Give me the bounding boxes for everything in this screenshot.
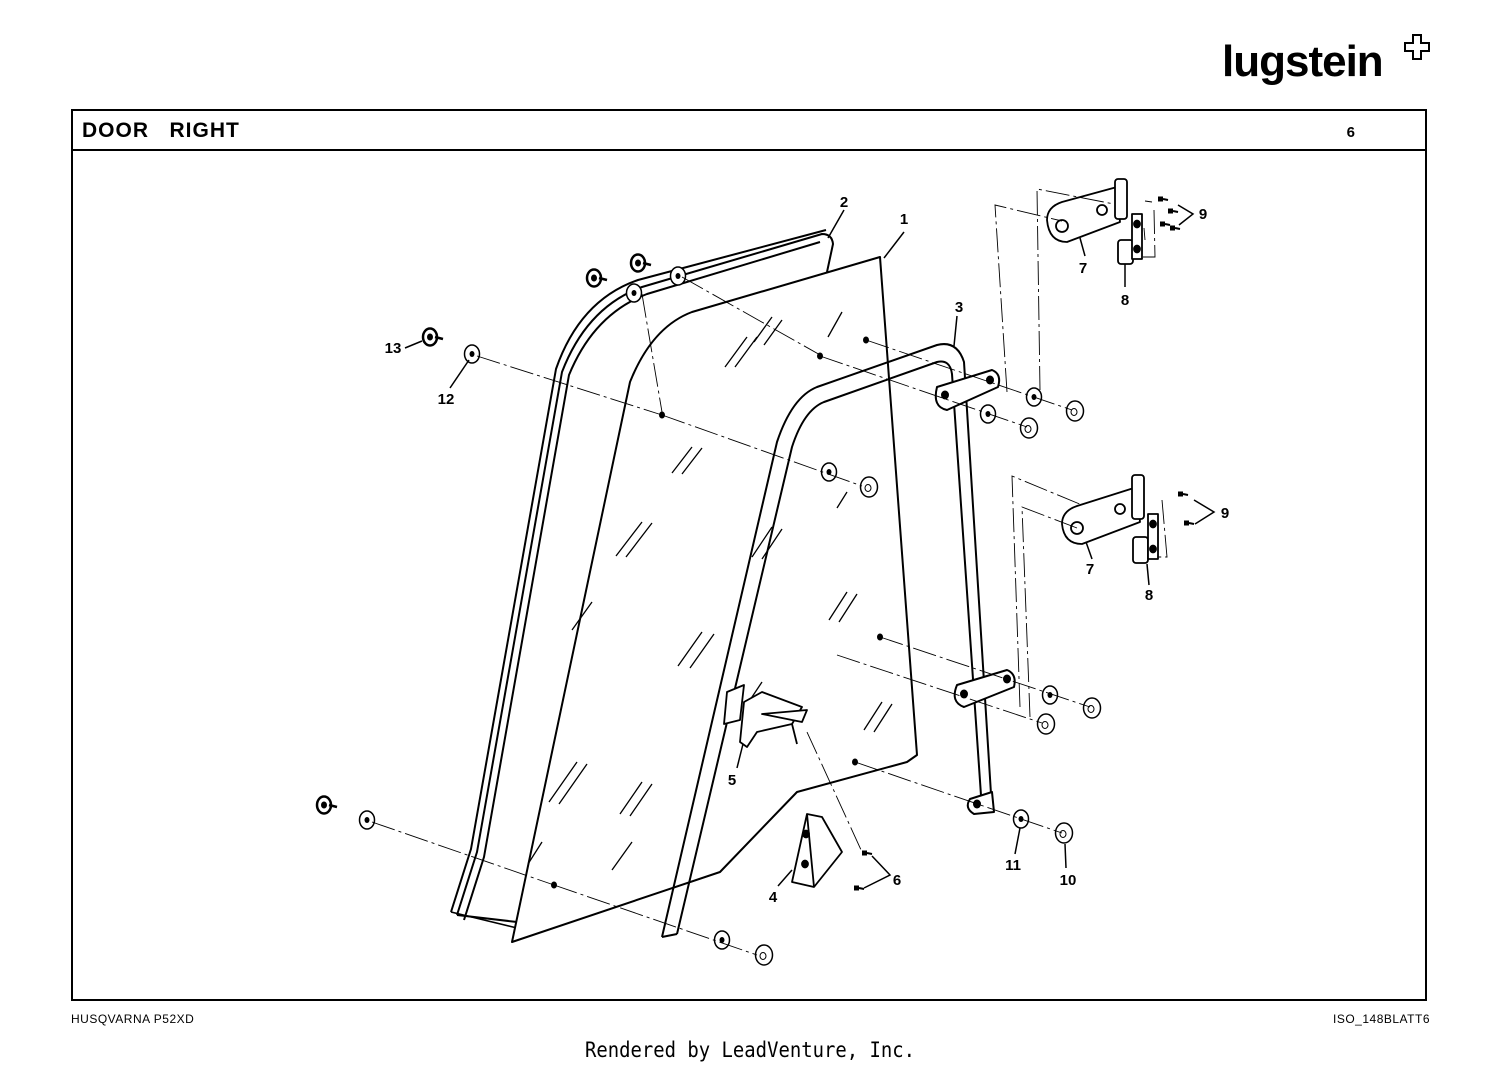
callout-9-upper: 9 [1199,206,1207,223]
diagram-frame: DOOR RIGHT 6 [71,109,1427,1001]
callout-13: 13 [385,340,402,357]
callout-7-lower: 7 [1086,561,1094,578]
plus-icon [1404,34,1430,60]
callout-labels: 1 2 3 4 5 6 7 7 8 8 9 9 10 11 12 13 [385,194,1230,906]
callout-1: 1 [900,211,908,228]
door-handle [723,684,808,748]
callout-3: 3 [955,299,963,316]
lower-bracket [791,813,843,888]
model-label: HUSQVARNA P52XD [71,1012,195,1026]
callout-6: 6 [893,872,901,889]
callout-12: 12 [438,391,455,408]
exploded-parts-diagram: 1 2 3 4 5 6 7 7 8 8 9 9 10 11 12 13 [315,178,1230,966]
brand-name: lugstein [1222,37,1384,86]
lower-hinge [1061,474,1159,564]
callout-9-lower: 9 [1221,505,1229,522]
page-title: DOOR RIGHT [82,119,240,142]
callout-11: 11 [1005,857,1021,874]
rendered-by-credit: Rendered by LeadVenture, Inc. [585,1038,915,1062]
lugstein-logo: lugstein [1222,34,1432,100]
callout-8-lower: 8 [1145,587,1153,604]
leader-lines [404,204,1216,889]
alignment-lines [371,188,1168,956]
title-bar: DOOR RIGHT 6 [73,111,1425,151]
callout-8-upper: 8 [1121,292,1129,309]
callout-5: 5 [728,772,736,789]
callout-2: 2 [840,194,848,211]
callout-4: 4 [769,889,778,906]
sheet-code: ISO_148BLATT6 [1333,1012,1430,1026]
upper-hinge [1046,178,1143,265]
callout-7-upper: 7 [1079,260,1087,277]
door-glass [511,256,918,943]
callout-10: 10 [1060,872,1077,889]
page-number: 6 [1346,124,1355,141]
